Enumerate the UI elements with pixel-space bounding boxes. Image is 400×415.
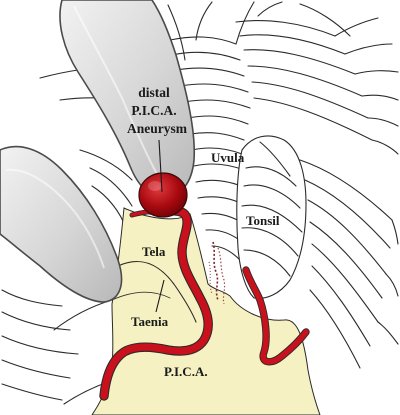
taenia-edge-line	[111, 291, 171, 301]
taenia-leader-line	[155, 279, 165, 313]
tonsil-label: Tonsil	[246, 213, 280, 228]
tonsil	[236, 135, 307, 299]
taenia-label: Taenia	[131, 314, 169, 329]
upper-retractor	[59, 0, 196, 199]
pica-right-branch-fill	[243, 267, 309, 365]
lower-retractor	[0, 145, 123, 303]
aneurysm-label-line2: P.I.C.A.	[131, 103, 176, 118]
taenia-line	[117, 261, 197, 323]
tela-label: Tela	[142, 244, 166, 259]
pica-main	[100, 206, 212, 400]
aneurysm-label-line1: distal	[138, 85, 170, 100]
aneurysm-leader-line	[158, 139, 163, 193]
choroid-plexus-vessels	[208, 241, 226, 305]
uvula-label: Uvula	[211, 150, 245, 165]
aneurysm	[138, 172, 188, 218]
pica-label: P.I.C.A.	[164, 364, 208, 379]
aneurysm-label-line3: Aneurysm	[127, 121, 188, 136]
